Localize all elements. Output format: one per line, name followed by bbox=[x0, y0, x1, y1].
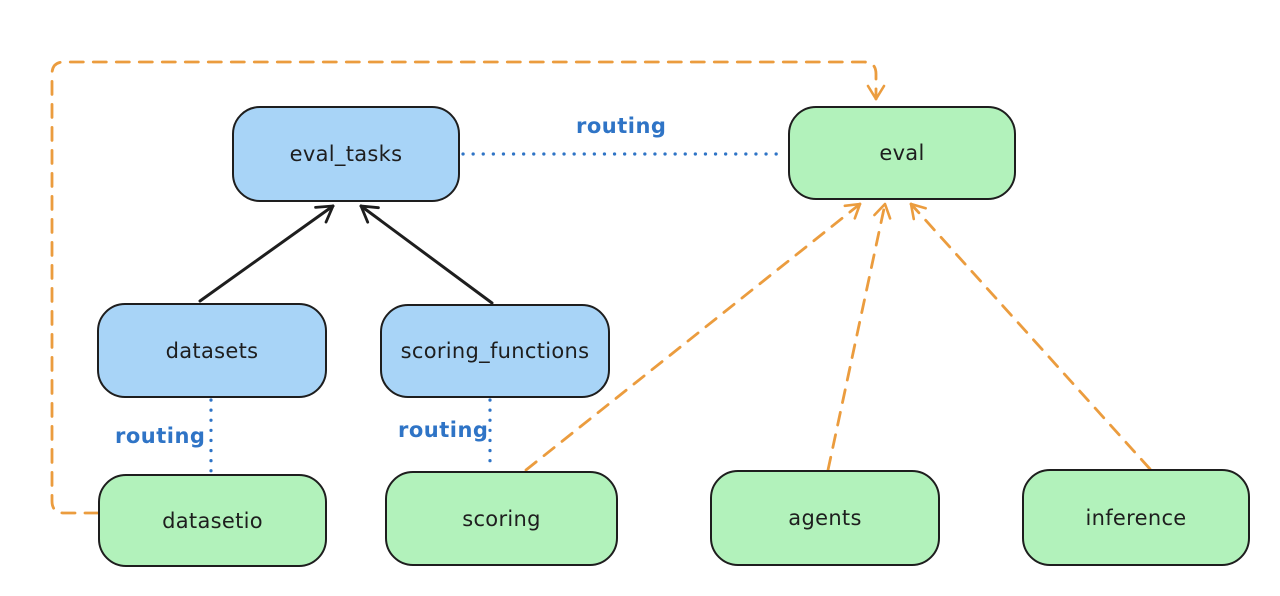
edge-label-routing-middle: routing bbox=[398, 418, 489, 442]
edge-agents-to-eval bbox=[826, 202, 892, 472]
edge-datasets-to-eval-tasks bbox=[198, 204, 335, 303]
node-inference-label: inference bbox=[1085, 505, 1187, 530]
node-scoring-functions: scoring_functions bbox=[380, 304, 610, 398]
node-scoring-functions-label: scoring_functions bbox=[400, 339, 590, 363]
node-eval-tasks-label: eval_tasks bbox=[289, 142, 403, 166]
node-eval-label: eval bbox=[879, 141, 925, 165]
node-datasetio: datasetio bbox=[98, 474, 327, 567]
node-scoring: scoring bbox=[385, 471, 618, 566]
edge-inference-to-eval bbox=[909, 202, 1152, 471]
node-datasets: datasets bbox=[97, 303, 327, 398]
node-agents: agents bbox=[710, 470, 940, 566]
node-agents-label: agents bbox=[788, 506, 862, 530]
edge-scoring-to-eval bbox=[524, 202, 862, 472]
node-eval-tasks: eval_tasks bbox=[232, 106, 460, 202]
node-eval: eval bbox=[788, 106, 1016, 200]
edge-label-routing-left: routing bbox=[115, 424, 206, 448]
edge-scoring-functions-to-eval-tasks bbox=[359, 204, 494, 305]
edge-label-routing-top: routing bbox=[576, 114, 667, 138]
node-datasetio-label: datasetio bbox=[162, 508, 263, 533]
node-datasets-label: datasets bbox=[165, 338, 259, 363]
edge-datasetio-to-eval bbox=[50, 60, 886, 515]
node-inference: inference bbox=[1022, 469, 1250, 566]
node-scoring-label: scoring bbox=[462, 506, 541, 531]
